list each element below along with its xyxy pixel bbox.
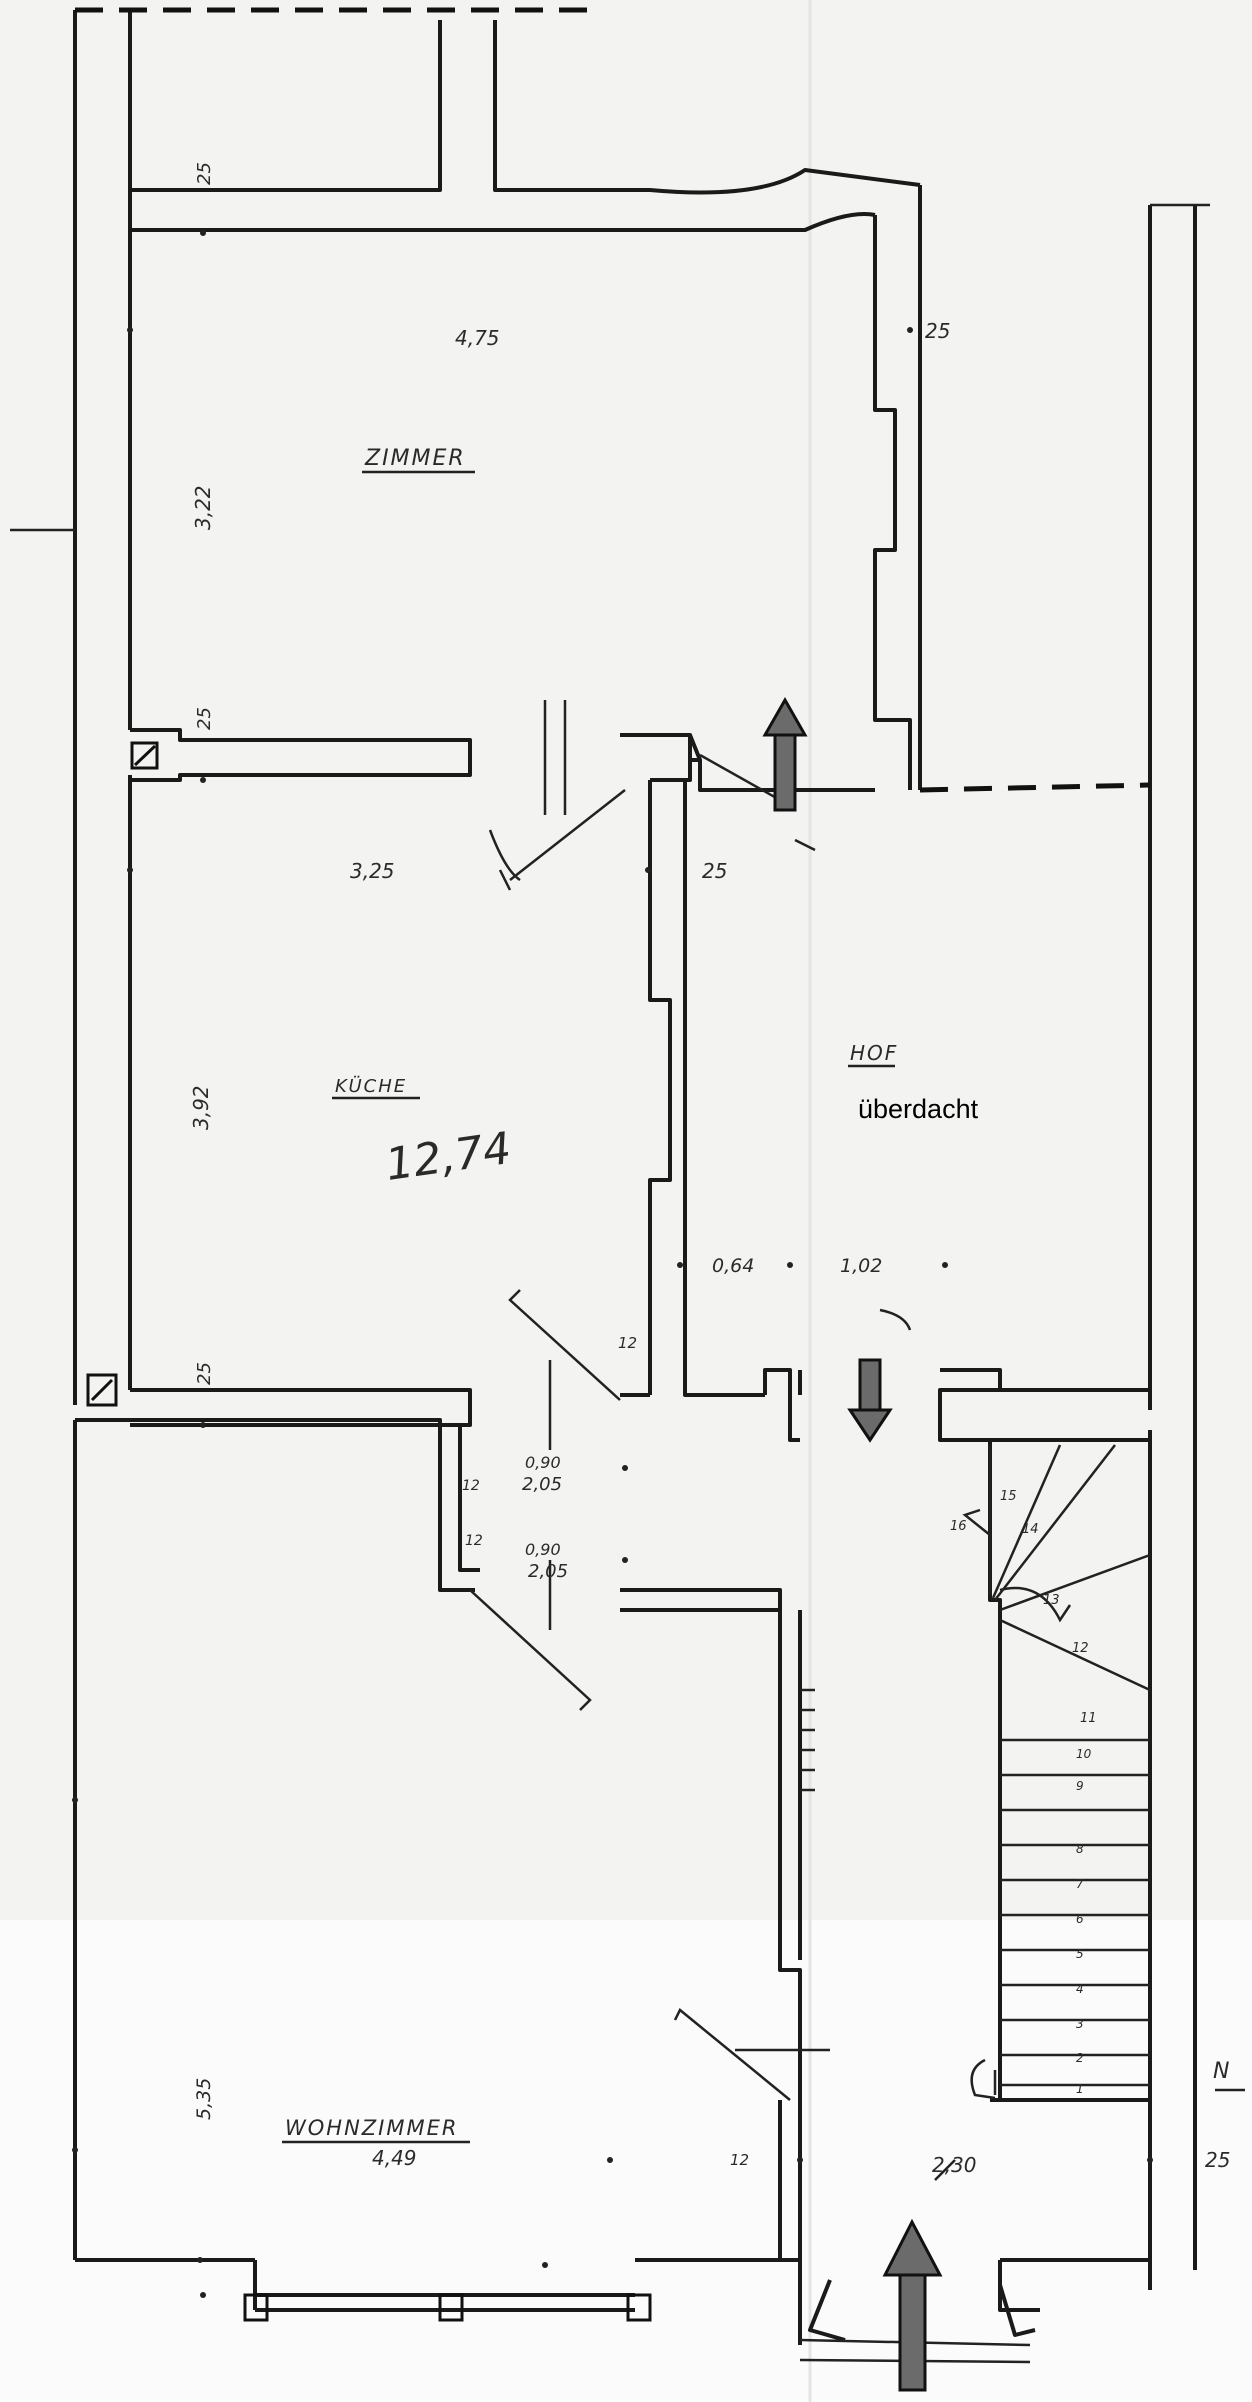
dim-label: 12 <box>462 1478 480 1494</box>
outer-walls <box>10 7 1210 2345</box>
dim-label: 25 <box>194 1362 215 1385</box>
dim-label: 25 <box>1205 2148 1230 2172</box>
paper-fold-lower <box>0 1920 1252 2402</box>
stair-number: 9 <box>1076 1779 1084 1793</box>
stair-number: 16 <box>950 1519 967 1534</box>
room-note-ueberdacht: überdacht <box>858 1094 979 1124</box>
stair-number: 8 <box>1076 1842 1084 1856</box>
stair-step-numbers: 1 2 3 4 5 6 7 8 9 10 11 12 13 14 15 16 <box>950 1489 1097 2096</box>
dim-label: 4,49 <box>372 2146 417 2170</box>
stair-number: 10 <box>1076 1747 1092 1761</box>
dim-label: 3,25 <box>350 859 395 883</box>
dim-label: 12 <box>618 1334 637 1352</box>
dim-label: 12 <box>465 1533 483 1549</box>
staircase <box>962 1444 1151 2100</box>
hof-boundary-dashed <box>919 782 1151 793</box>
arrow-down <box>847 1358 893 1443</box>
stair-number: 12 <box>1072 1641 1089 1656</box>
dim-label: 0,90 <box>525 1453 561 1472</box>
dim-label: 25 <box>194 162 215 185</box>
dim-label: 4,75 <box>455 326 500 350</box>
dim-label: 1,02 <box>840 1255 882 1277</box>
room-label-hof: HOF <box>850 1041 898 1065</box>
stair-number: 11 <box>1080 1711 1097 1726</box>
doors <box>469 700 956 2181</box>
dim-label: 25 <box>925 319 950 343</box>
stair-number: 2 <box>1076 2051 1084 2065</box>
dimension-labels: 25 4,75 25 3,22 25 3,25 25 3,92 0,64 1,0… <box>189 162 1230 2177</box>
chimney-box <box>86 1373 118 1407</box>
entry-arrow-hof <box>762 696 808 812</box>
room-label-kueche: KÜCHE <box>335 1075 407 1097</box>
dim-label: 5,35 <box>193 2078 215 2120</box>
stair-number: 5 <box>1076 1947 1084 1961</box>
railing-marks <box>800 1688 815 1792</box>
dim-label: 2,05 <box>522 1474 562 1495</box>
dim-label: 0,64 <box>712 1255 754 1277</box>
stair-number: 3 <box>1076 2017 1084 2031</box>
dim-label: 2,05 <box>528 1561 568 1582</box>
dim-label: 2,30 <box>932 2153 977 2177</box>
dim-label: 25 <box>702 859 727 883</box>
stair-number: 15 <box>1000 1489 1017 1504</box>
stair-number: 13 <box>1043 1593 1060 1608</box>
dim-label: 25 <box>194 707 215 730</box>
main-entrance-arrow <box>882 2218 943 2392</box>
dim-label: 3,22 <box>191 485 215 530</box>
dim-label: 0,90 <box>525 1540 561 1559</box>
room-label-wohnzimmer: WOHNZIMMER <box>285 2116 458 2140</box>
stair-number: 14 <box>1022 1522 1039 1537</box>
stair-number: 6 <box>1076 1912 1084 1926</box>
edge-letter: N <box>1213 2059 1231 2084</box>
chimney-box <box>130 741 159 770</box>
dim-label: 3,92 <box>189 1085 213 1130</box>
stair-number: 7 <box>1076 1877 1084 1891</box>
dimension-ticks <box>72 230 1153 2298</box>
stair-number: 1 <box>1076 2082 1084 2096</box>
dim-label: 12 <box>730 2151 749 2169</box>
room-label-zimmer: ZIMMER <box>364 446 466 471</box>
stair-number: 4 <box>1076 1982 1084 1996</box>
